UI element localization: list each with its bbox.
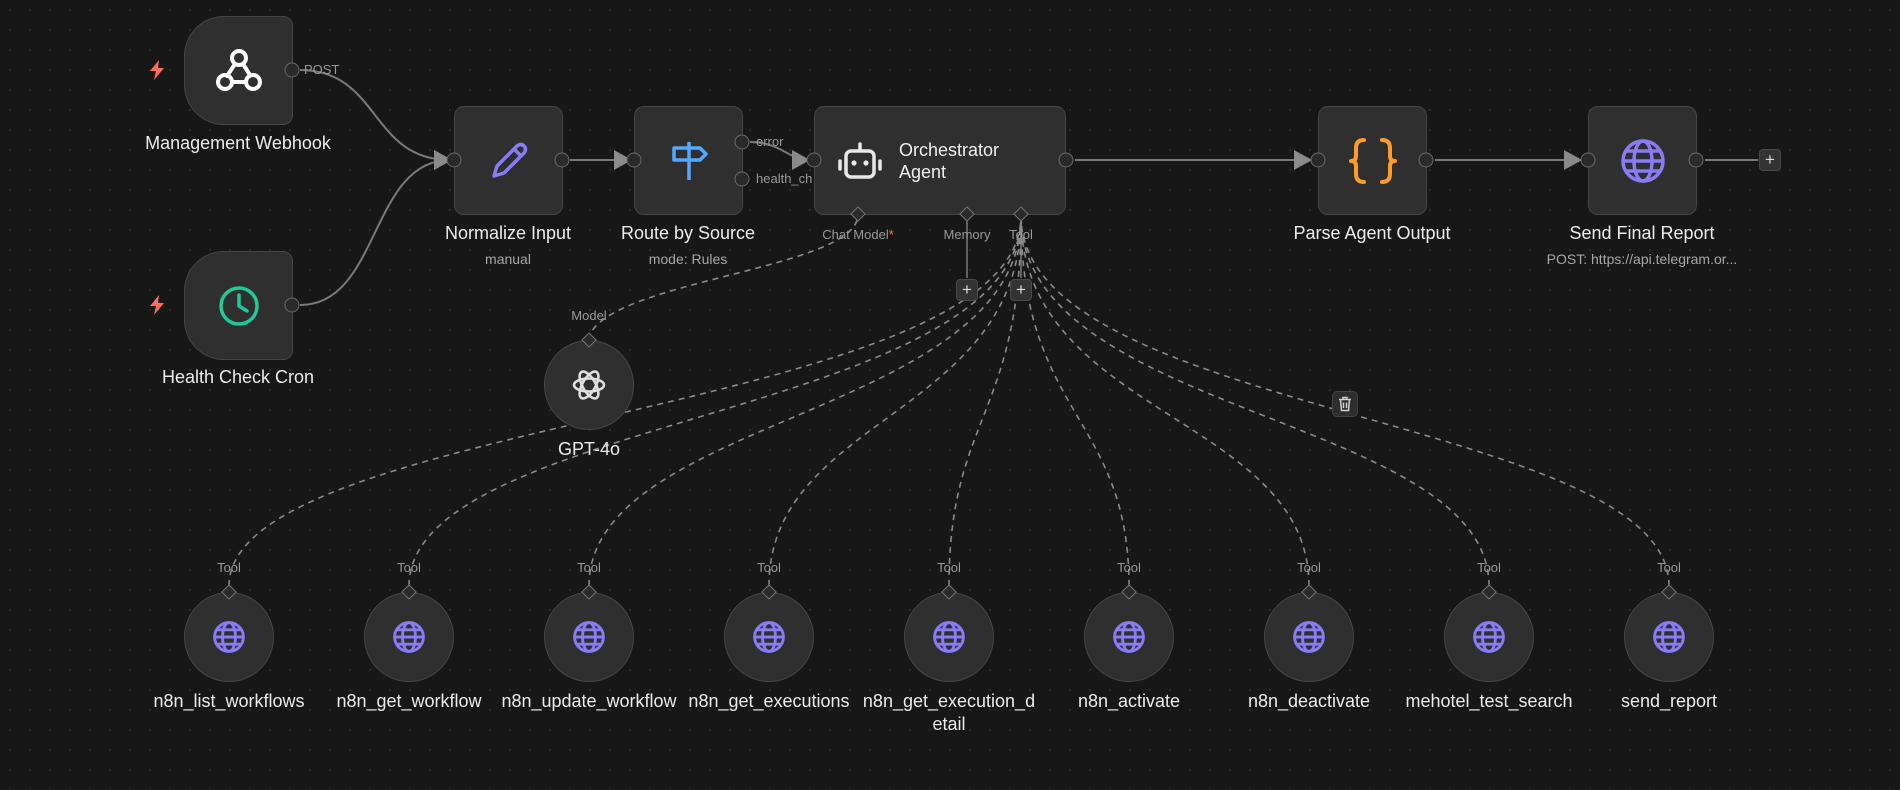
node-label: Send Final Report [1569,223,1715,243]
node-label: Health Check Cron [161,367,315,387]
node-health-check-cron[interactable] [184,251,293,360]
tool-node-n8n-get-workflow[interactable] [364,592,454,682]
tool-node-n8n-activate[interactable] [1084,592,1174,682]
tool-label: n8n_get_execution_detail [862,691,1036,734]
globe-icon [1653,621,1685,653]
tool-node-n8n-deactivate[interactable] [1264,592,1354,682]
edge-tool-8 [1020,215,1490,587]
node-normalize-input[interactable] [454,106,563,215]
tool-label: n8n_deactivate [1247,691,1371,711]
output-port[interactable] [554,152,570,168]
trigger-bolt-icon [150,295,164,315]
node-send-final-report[interactable] [1588,106,1697,215]
node-label: Route by Source [620,223,756,243]
output-port[interactable] [1418,152,1434,168]
add-memory-button[interactable]: + [956,279,978,301]
node-management-webhook[interactable] [184,16,293,125]
node-label: Normalize Input [444,223,572,243]
delete-connection-button[interactable] [1332,391,1358,417]
output-label-error: error [756,134,784,149]
output-port[interactable] [1058,152,1074,168]
chat-model-port-label: Chat Model* [822,227,894,242]
tool-port-label: Tool [1297,560,1321,575]
globe-icon [1113,621,1145,653]
edge-tool-5 [948,215,1022,587]
output-label-post: POST [304,62,340,77]
node-subtitle: manual [485,251,531,267]
globe-icon [933,621,965,653]
tool-port-label: Tool [1117,560,1141,575]
tool-port-label: Tool [577,560,601,575]
node-orchestrator-agent[interactable]: Orchestrator Agent [814,106,1066,215]
openai-icon [572,370,606,400]
add-tool-button[interactable]: + [1010,279,1032,301]
tool-port-label: Tool [217,560,241,575]
input-port[interactable] [626,152,642,168]
braces-icon [1348,137,1397,184]
edge-tool-3 [588,215,1022,587]
tool-node-send-report[interactable] [1624,592,1714,682]
tool-node-n8n-get-execution-detail[interactable] [904,592,994,682]
output-port[interactable] [1688,152,1704,168]
tool-label: n8n_activate [1077,691,1181,711]
tool-label: n8n_update_workflow [501,691,677,711]
tool-port-label: Tool [1009,227,1033,242]
tool-port-label: Tool [937,560,961,575]
node-label: GPT-4o [557,439,621,459]
node-subtitle: POST: https://api.telegram.or... [1546,251,1738,267]
robot-icon [838,141,882,179]
node-subtitle: mode: Rules [648,251,728,267]
edge-tool-4 [768,215,1022,587]
input-port[interactable] [446,152,462,168]
node-label: Orchestrator Agent [899,139,1000,182]
trigger-bolt-icon [150,60,164,80]
tool-port-label: Tool [1657,560,1681,575]
signpost-icon [671,141,708,180]
node-gpt-4o[interactable] [544,340,634,430]
tool-port-label: Tool [1477,560,1501,575]
edge-tool-6 [1020,215,1130,587]
edge-tool-7 [1020,215,1310,587]
node-parse-agent-output[interactable] [1318,106,1427,215]
edge-cron-normalize [299,150,452,306]
globe-icon [393,621,425,653]
node-label: Management Webhook [145,133,331,153]
output-port-error[interactable] [734,134,750,150]
tool-node-n8n-get-executions[interactable] [724,592,814,682]
edge-tool-2 [408,215,1022,587]
input-port[interactable] [806,152,822,168]
tool-label: n8n_get_workflow [336,691,482,711]
globe-icon [753,621,785,653]
output-port-health[interactable] [734,171,750,187]
tool-port-label: Tool [397,560,421,575]
globe-icon [573,621,605,653]
add-node-button[interactable]: + [1759,149,1781,171]
node-route-by-source[interactable] [634,106,743,215]
tool-port-label: Tool [757,560,781,575]
webhook-icon [215,48,262,91]
tool-node-n8n-list-workflows[interactable] [184,592,274,682]
tool-label: mehotel_test_search [1405,691,1573,711]
node-label: Parse Agent Output [1293,223,1451,243]
tool-label: n8n_list_workflows [153,691,305,711]
globe-icon [213,621,245,653]
tool-label: n8n_get_executions [688,691,850,711]
output-label-health: health_ch [756,171,813,186]
input-port[interactable] [1580,152,1596,168]
globe-icon [1293,621,1325,653]
globe-icon [1473,621,1505,653]
input-port[interactable] [1310,152,1326,168]
output-port[interactable] [284,62,300,78]
trash-icon [1339,396,1351,412]
memory-port-label: Memory [943,227,991,242]
tool-label: send_report [1620,691,1718,711]
output-port[interactable] [284,297,300,313]
globe-icon [1620,138,1665,183]
tool-node-n8n-update-workflow[interactable] [544,592,634,682]
clock-icon [218,285,259,326]
tool-node-mehotel-test-search[interactable] [1444,592,1534,682]
model-port-label: Model [571,308,607,323]
pen-icon [491,142,527,178]
